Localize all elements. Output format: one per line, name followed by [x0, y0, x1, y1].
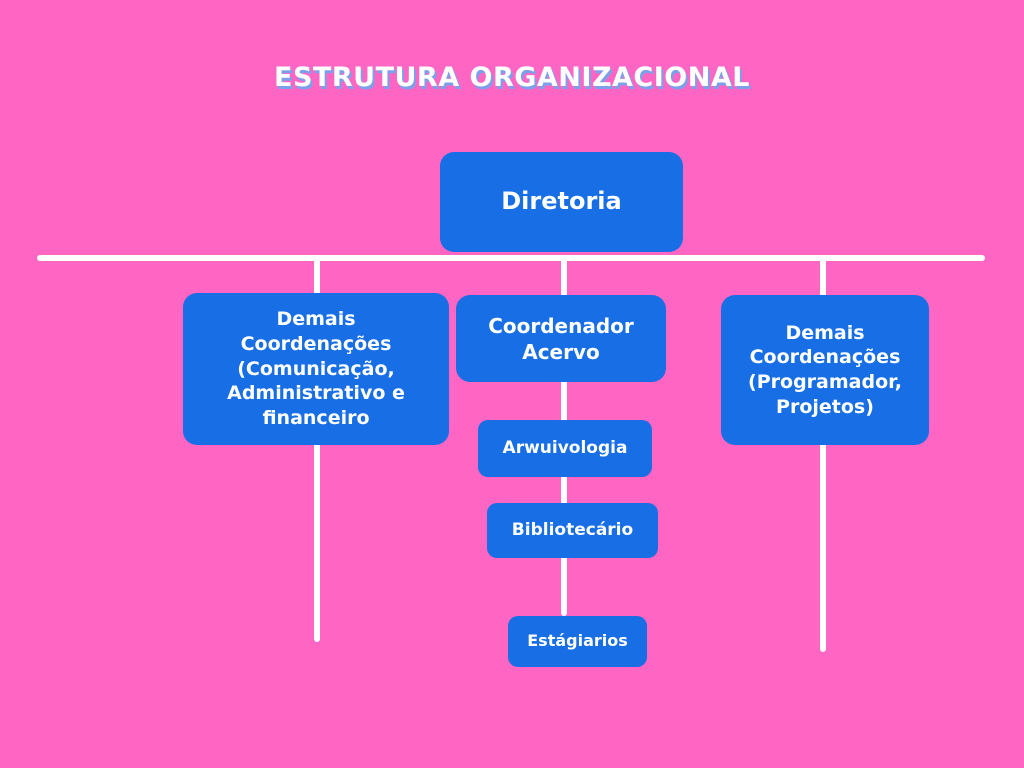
- node-demais-coordenacoes-programador: Demais Coordenações (Programador, Projet…: [721, 295, 929, 445]
- node-arwuivologia: Arwuivologia: [478, 420, 652, 477]
- connector-trunk-horizontal: [37, 255, 985, 261]
- node-coordenador-acervo: Coordenador Acervo: [456, 295, 666, 382]
- connector-branch-right: [820, 255, 826, 652]
- node-diretoria: Diretoria: [440, 152, 683, 252]
- connector-branch-left: [314, 255, 320, 642]
- node-demais-coordenacoes-comunicacao: Demais Coordenações (Comunicação, Admini…: [183, 293, 449, 445]
- node-bibliotecario: Bibliotecário: [487, 503, 658, 558]
- node-estagiarios: Estágiarios: [508, 616, 647, 667]
- page-title: ESTRUTURA ORGANIZACIONAL: [274, 62, 750, 93]
